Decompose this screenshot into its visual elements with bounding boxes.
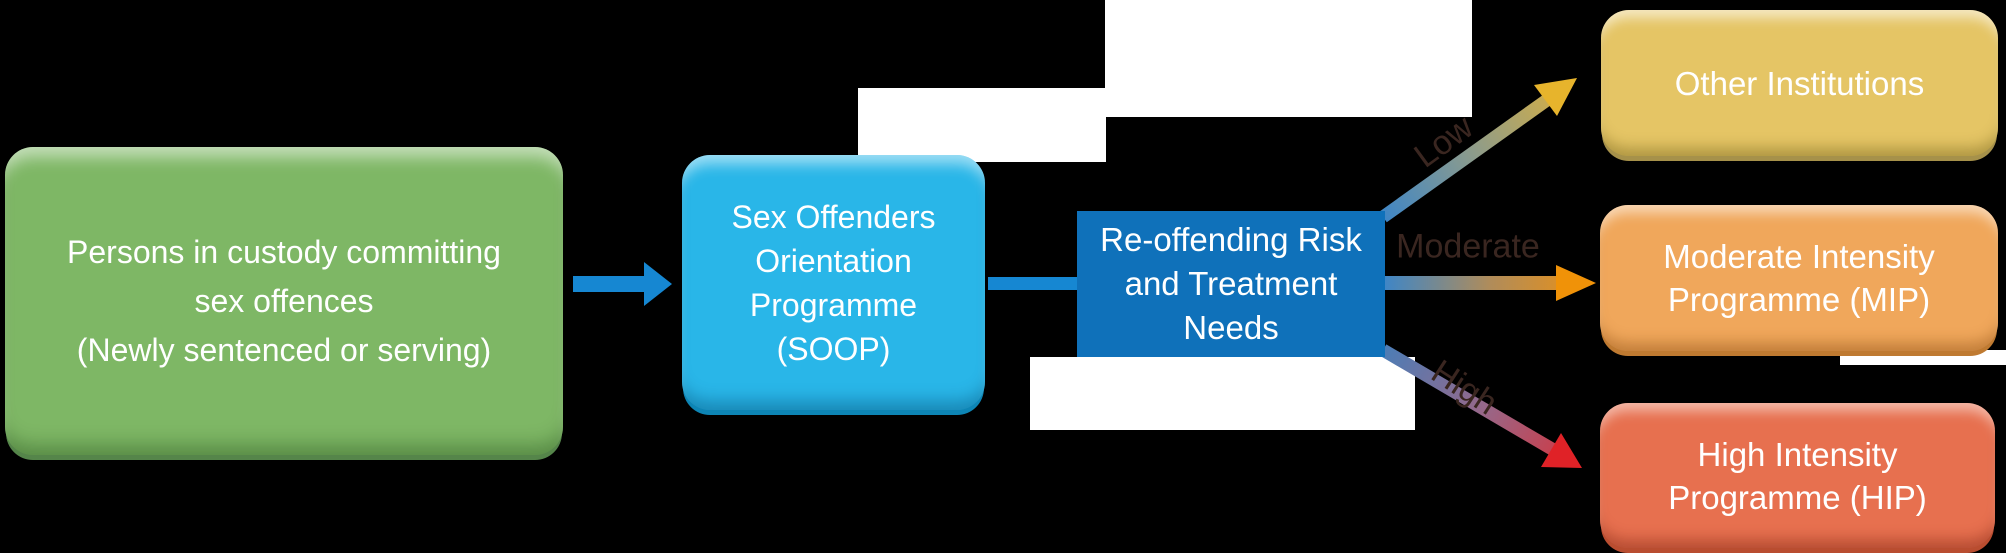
- background-white-patch: [1840, 350, 2006, 365]
- risk-box-line: Re-offending Risk: [1100, 221, 1362, 258]
- background-white-patch: [858, 88, 1106, 162]
- soop-box-line: Sex Offenders: [731, 198, 936, 235]
- mip-box: Moderate Intensity Programme (MIP): [1600, 205, 1998, 351]
- flow-arrow: [573, 262, 672, 306]
- background-white-patch: [1105, 0, 1472, 117]
- hip-box-line: Programme (HIP): [1668, 478, 1927, 516]
- mip-box-line: Programme (MIP): [1667, 281, 1931, 318]
- soop-box: Sex Offenders Orientation Programme (SOO…: [682, 155, 985, 410]
- moderate-branch-label: Moderate: [1396, 227, 1540, 266]
- persons-box-line: (Newly sentenced or serving): [76, 331, 492, 368]
- other-institutions-box: Other Institutions: [1601, 10, 1998, 156]
- soop-risk-connector: [988, 277, 1078, 290]
- persons-box: Persons in custody committing sex offenc…: [5, 147, 563, 455]
- risk-box-line: Needs: [1183, 309, 1279, 346]
- persons-box-line: Persons in custody committing: [67, 233, 501, 270]
- risk-box-line: and Treatment: [1124, 265, 1338, 302]
- mip-box-line: Moderate Intensity: [1663, 238, 1935, 275]
- soop-box-line: Programme: [749, 286, 918, 323]
- hip-box: High Intensity Programme (HIP): [1600, 403, 1995, 548]
- risk-box: Re-offending Risk and Treatment Needs: [1077, 211, 1385, 357]
- hip-box-line: High Intensity: [1697, 435, 1898, 473]
- soop-box-line: (SOOP): [776, 330, 891, 367]
- soop-box-line: Orientation: [755, 242, 912, 279]
- background-white-patch: [1030, 357, 1415, 430]
- other-box-line: Other Institutions: [1674, 64, 1925, 102]
- persons-box-line: sex offences: [194, 282, 374, 319]
- low-branch-label: Low: [1407, 107, 1481, 176]
- high-branch-label: High: [1424, 352, 1504, 423]
- moderate-arrow: [1385, 265, 1596, 301]
